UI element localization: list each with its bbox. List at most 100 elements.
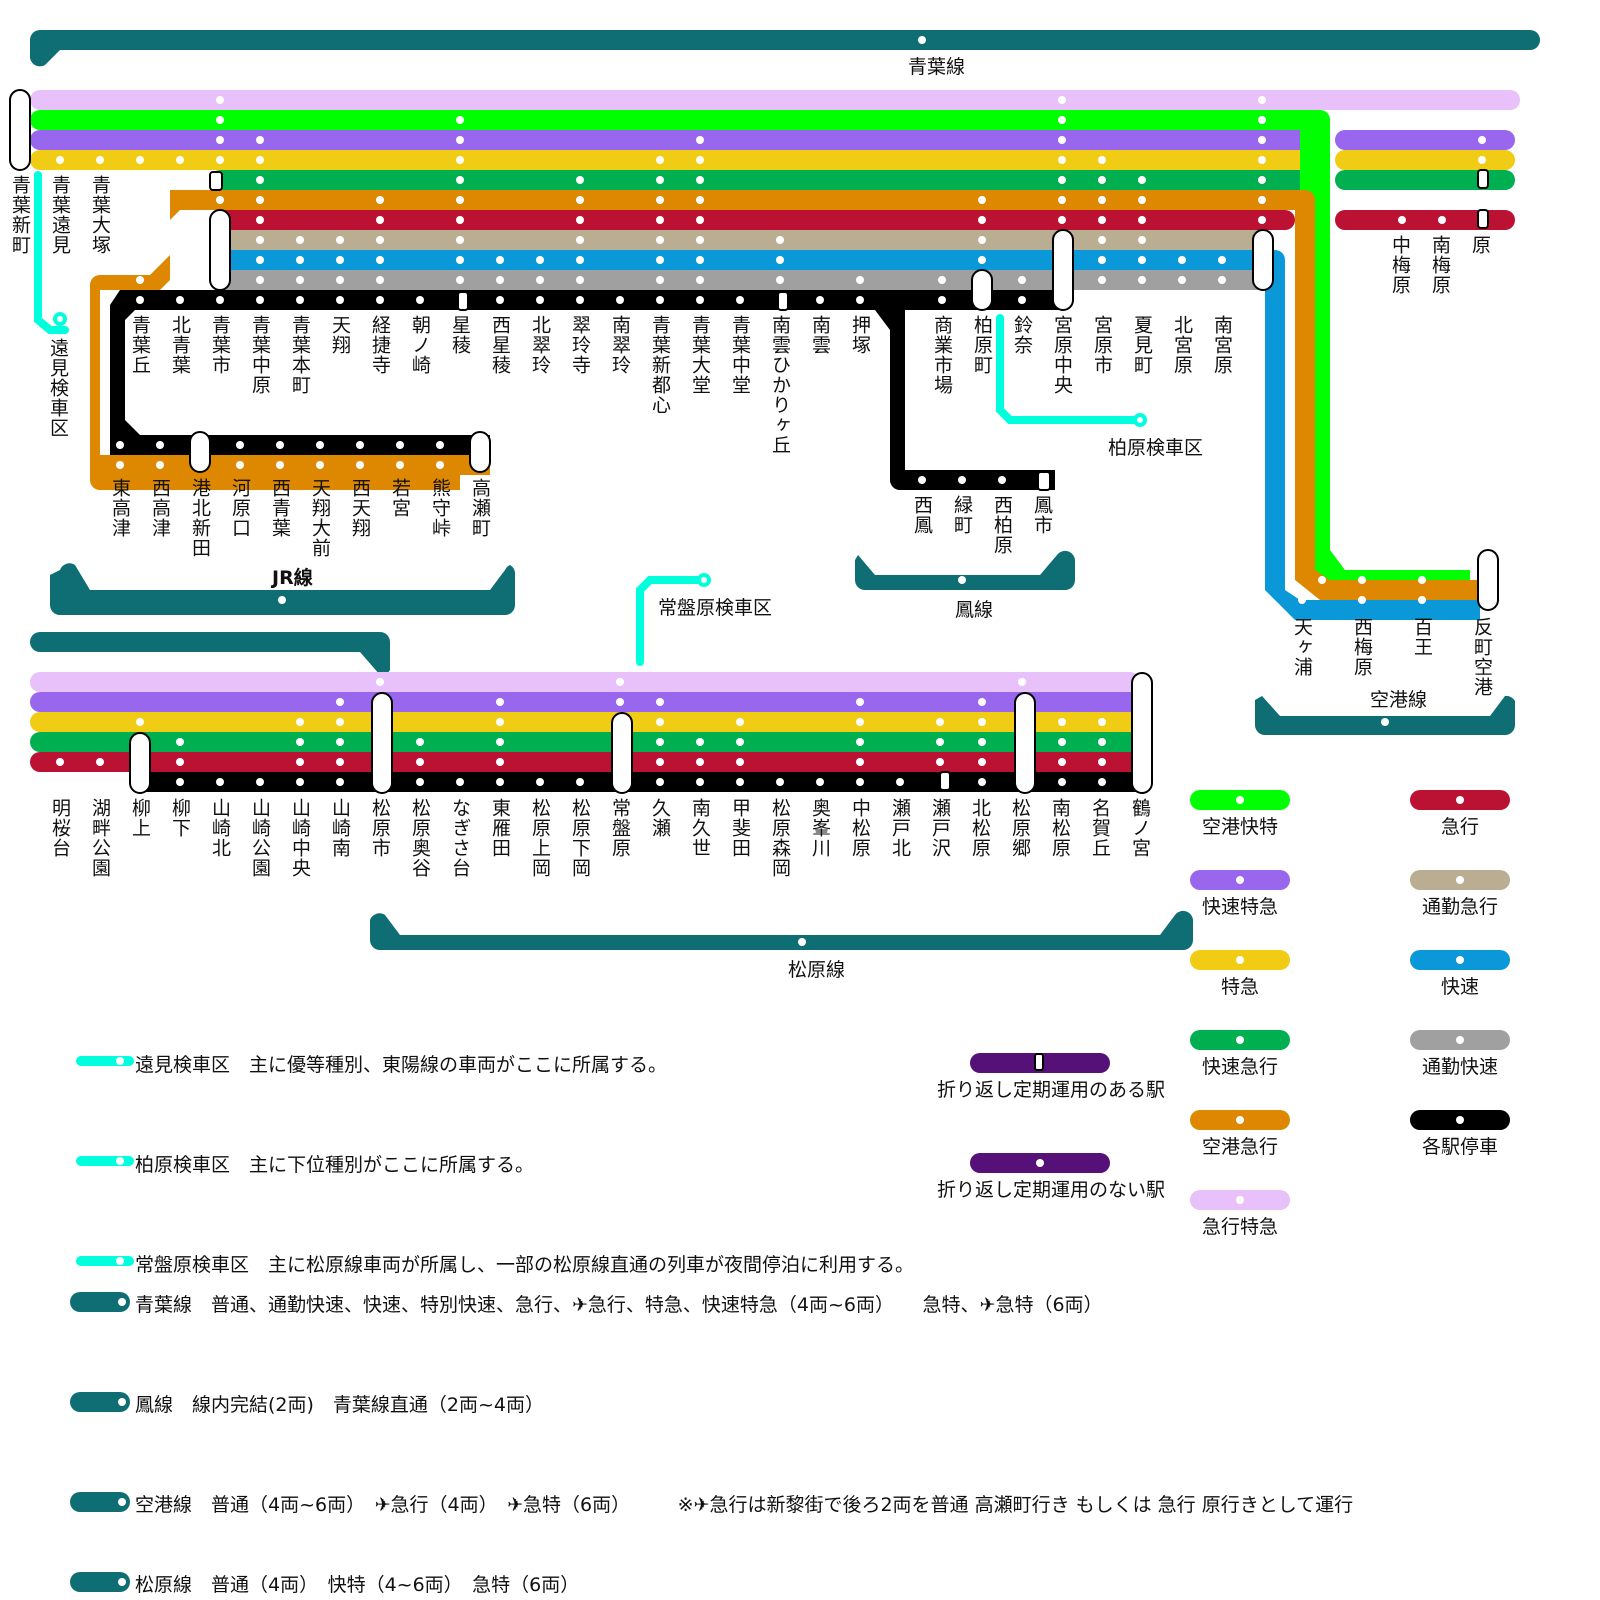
stop-dot [456,136,464,144]
stop-dot [1138,216,1146,224]
legend-swatch [1190,950,1290,970]
upper-left-station-label: 青葉新町 [9,175,31,255]
main-station-label: 鈴奈 [1011,315,1033,355]
matsubara-station-label: 柳上 [129,798,151,838]
stop-dot [456,276,464,284]
stop-dot [978,758,986,766]
stop-dot [456,236,464,244]
stop-dot [96,156,104,164]
stop-dot [256,256,264,264]
stop-dot [256,196,264,204]
matsubara-station-label: 北松原 [969,798,991,858]
stop-dot [856,698,864,706]
otori-station-label: 緑町 [951,495,973,535]
stop-dot [1098,176,1106,184]
stop-dot [296,276,304,284]
stop-dot [1358,596,1366,604]
stop-dot [696,256,704,264]
main-station-label: 天翔 [329,315,351,355]
stop-dot [536,276,544,284]
stop-dot [176,276,184,284]
stop-dot [136,156,144,164]
legend-turnback-without-label: 折り返し定期運用のない駅 [937,1179,1166,1201]
stop-dot [1478,156,1486,164]
stop-dot [1438,216,1446,224]
stop-dot [696,156,704,164]
stop-dot [1258,96,1266,104]
stop-dot [1098,256,1106,264]
stop-dot [536,296,544,304]
main-station-label: 青葉市 [209,315,231,375]
stop-dot [1258,196,1266,204]
matsubara-service-bands [30,672,1140,792]
stop-dot [56,156,64,164]
stop-dot [356,461,364,469]
jr-station-label: 西高津 [149,478,171,538]
stop-dot [496,256,504,264]
main-station-label: 商業市場 [931,315,953,395]
stop-dot [958,476,966,484]
stop-dot [656,296,664,304]
depot-kashiwabara-note: 柏原検車区 主に下位種別がここに所属する。 [135,1154,535,1176]
stop-dot [256,296,264,304]
stop-dot [496,698,504,706]
stop-dot [436,461,444,469]
matsubara-station-label: 湖畔公園 [89,798,111,878]
otori-station-label: 西鳳 [911,495,933,535]
depot-tokiwabara-note-icon [76,1256,134,1266]
stop-dot [1258,116,1266,124]
legend-label: 各駅停車 [1421,1136,1498,1158]
stop-dot [1058,176,1066,184]
matsubara-station-label: なぎさ台 [449,798,471,878]
stop-dot [456,216,464,224]
stop-dot [978,738,986,746]
main-station-label: 南宮原 [1211,315,1233,375]
stop-dot [936,758,944,766]
stop-dot [1398,216,1406,224]
legend-turnback-without [970,1153,1110,1173]
stop-dot [236,441,244,449]
stop-dot [456,196,464,204]
main-station-label: 青葉中原 [249,315,271,395]
stop-dot [576,176,584,184]
jr-station-label: 若宮 [389,478,411,518]
depot-tokiwabara-track [636,573,711,666]
main-station-label: 北青葉 [169,315,191,375]
stop-dot [336,758,344,766]
stop-dot [1258,156,1266,164]
branch-station-label: 中梅原 [1389,235,1411,295]
stop-dot [216,196,224,204]
main-station-label: 翠玲寺 [569,315,591,375]
legend-label: 急行 [1440,816,1479,838]
matsubara-station-label: 中松原 [849,798,871,858]
stop-dot [776,256,784,264]
depot-kashiwabara-track [996,314,1147,427]
stop-dot [1058,116,1066,124]
matsubara-station-label: 南松原 [1049,798,1071,858]
legend-swatch [1410,870,1510,890]
legend-label: 快速特急 [1201,896,1278,918]
stop-dot [296,738,304,746]
main-station-label: 北翠玲 [529,315,551,375]
main-station-label: 南雲ひかりヶ丘 [769,315,791,455]
legend-swatch [1410,790,1510,810]
stop-dot [736,718,744,726]
matsubara-line-note-icon [70,1572,130,1592]
stop-dot [856,778,864,786]
stop-dot [936,718,944,726]
stop-dot [1258,216,1266,224]
main-station-label: 南雲 [809,315,831,355]
stop-dot [256,216,264,224]
matsubara-station-label: 明桜台 [49,798,71,858]
legend-swatch [1190,870,1290,890]
legend-label: 快速急行 [1201,1056,1278,1078]
matsubara-station-label: 名賀丘 [1089,798,1111,858]
airport-line-bar [1255,695,1515,735]
stop-dot [656,176,664,184]
stop-dot [776,778,784,786]
stop-dot [396,441,404,449]
stop-dot [376,196,384,204]
stop-dot [656,738,664,746]
matsubara-station-label: 常盤原 [609,798,631,858]
stop-dot [656,216,664,224]
